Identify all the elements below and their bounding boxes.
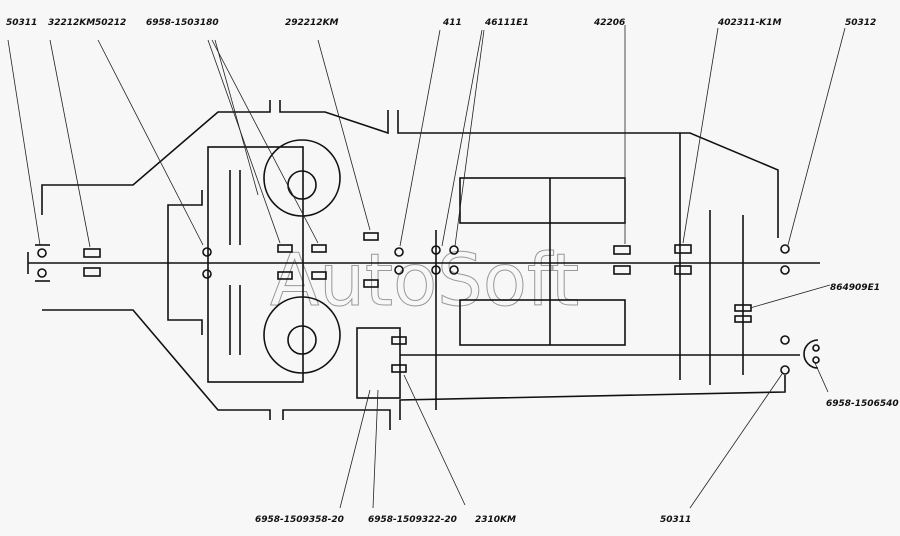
label-411: 411 bbox=[442, 18, 462, 28]
bearing-50311-left bbox=[35, 244, 50, 282]
label-402311-k1m: 402311-K1M bbox=[717, 18, 782, 28]
label-6958-1506540: 6958-1506540 bbox=[826, 399, 899, 409]
label-6958-1509358-20: 6958-1509358-20 bbox=[255, 515, 344, 525]
pump-drive bbox=[167, 190, 203, 335]
leader-line bbox=[441, 29, 483, 247]
leader-line bbox=[454, 29, 485, 247]
label-32212km: 32212KM bbox=[48, 18, 95, 28]
leader-line bbox=[814, 362, 829, 393]
label-2310km: 2310KM bbox=[475, 515, 516, 525]
leader-line bbox=[682, 27, 719, 244]
stator-upper bbox=[287, 170, 317, 200]
pump-housing bbox=[356, 327, 401, 399]
label-6958-1509322-20: 6958-1509322-20 bbox=[368, 515, 457, 525]
leader-line bbox=[214, 39, 259, 196]
clutch-pack-lower bbox=[459, 299, 626, 346]
watermark: AutoSoft bbox=[270, 238, 579, 322]
leader-line bbox=[689, 373, 783, 509]
label-50311-bottom: 50311 bbox=[660, 515, 691, 525]
housing-top-left bbox=[41, 100, 271, 215]
leader-line bbox=[317, 39, 371, 231]
bearing-6958-1503180 bbox=[277, 244, 327, 280]
label-50311: 50311 bbox=[6, 18, 37, 28]
housing-bottom-mid bbox=[282, 409, 391, 430]
torque-converter-housing bbox=[207, 146, 304, 383]
housing-top-right bbox=[397, 110, 779, 238]
bearing-292212km bbox=[363, 232, 379, 288]
bearing-42206 bbox=[613, 245, 631, 275]
bearing-2310km bbox=[391, 336, 407, 373]
label-50312: 50312 bbox=[845, 18, 876, 28]
label-50212: 50212 bbox=[95, 18, 126, 28]
bearing-411 bbox=[394, 247, 404, 275]
leader-line bbox=[339, 389, 371, 509]
label-6958-1503180: 6958-1503180 bbox=[146, 18, 219, 28]
leader-line bbox=[749, 284, 831, 309]
leader-line bbox=[7, 39, 41, 246]
leader-line bbox=[403, 374, 466, 506]
leader-line bbox=[399, 29, 441, 247]
bearing-32212km bbox=[83, 248, 101, 277]
leader-line bbox=[49, 39, 91, 248]
turbine-upper bbox=[263, 139, 341, 217]
output-flange-6958-1506540 bbox=[803, 339, 820, 369]
stator-lower bbox=[287, 325, 317, 355]
leader-line bbox=[97, 39, 204, 246]
bearing-50311-right bbox=[780, 335, 790, 375]
turbine-lower bbox=[263, 296, 341, 374]
leader-line bbox=[372, 389, 379, 509]
bearing-402311-k1m bbox=[674, 244, 692, 275]
leader-line bbox=[787, 27, 846, 246]
label-864909e1: 864909E1 bbox=[830, 283, 880, 293]
bearing-50212 bbox=[202, 247, 212, 279]
leader-line bbox=[207, 39, 281, 244]
label-292212km: 292212KM bbox=[285, 18, 339, 28]
housing-bottom-left bbox=[42, 309, 271, 420]
label-42206: 42206 bbox=[593, 18, 625, 28]
housing-bottom-right bbox=[399, 375, 786, 420]
leader-line bbox=[211, 39, 319, 244]
label-46111e1: 46111E1 bbox=[484, 18, 529, 28]
housing-top-mid bbox=[279, 100, 389, 135]
bearing-50312 bbox=[780, 244, 790, 275]
clutch-pack-upper bbox=[459, 177, 626, 224]
